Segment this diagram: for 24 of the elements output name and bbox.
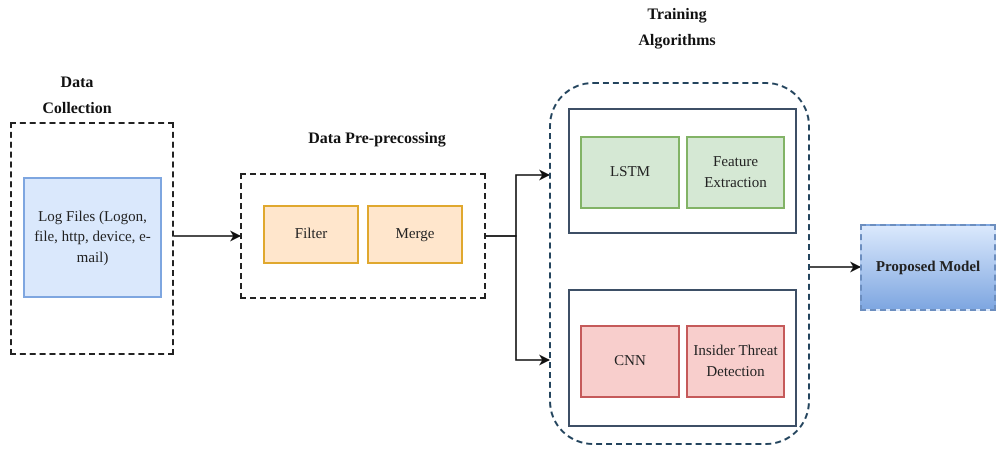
node-label: LSTM xyxy=(608,163,651,182)
process-box xyxy=(686,136,785,209)
arrow xyxy=(486,235,550,366)
arrow xyxy=(810,261,862,273)
node-label: Log Files (Logon, file, http, device, e-mail) xyxy=(33,208,152,268)
node-label: Insider Threat Detection xyxy=(692,342,779,382)
group-heading: Training Algorithms xyxy=(637,5,717,51)
group-heading: Data Collection xyxy=(41,73,113,119)
process-box xyxy=(686,325,785,398)
container-box xyxy=(568,289,797,427)
node-label: Filter xyxy=(294,225,328,244)
node-label: Proposed Model xyxy=(874,258,982,278)
node-label: CNN xyxy=(613,352,647,372)
node-label: Feature Extraction xyxy=(703,153,768,192)
node-label: Merge xyxy=(394,225,436,244)
arrow xyxy=(174,230,242,242)
process-box xyxy=(860,224,996,311)
process-box xyxy=(367,205,463,264)
process-box xyxy=(23,177,162,298)
container-box xyxy=(568,108,797,234)
group-heading: Data Pre-precossing xyxy=(307,129,447,149)
process-box xyxy=(580,325,680,398)
process-box xyxy=(580,136,680,209)
process-box xyxy=(263,205,359,264)
